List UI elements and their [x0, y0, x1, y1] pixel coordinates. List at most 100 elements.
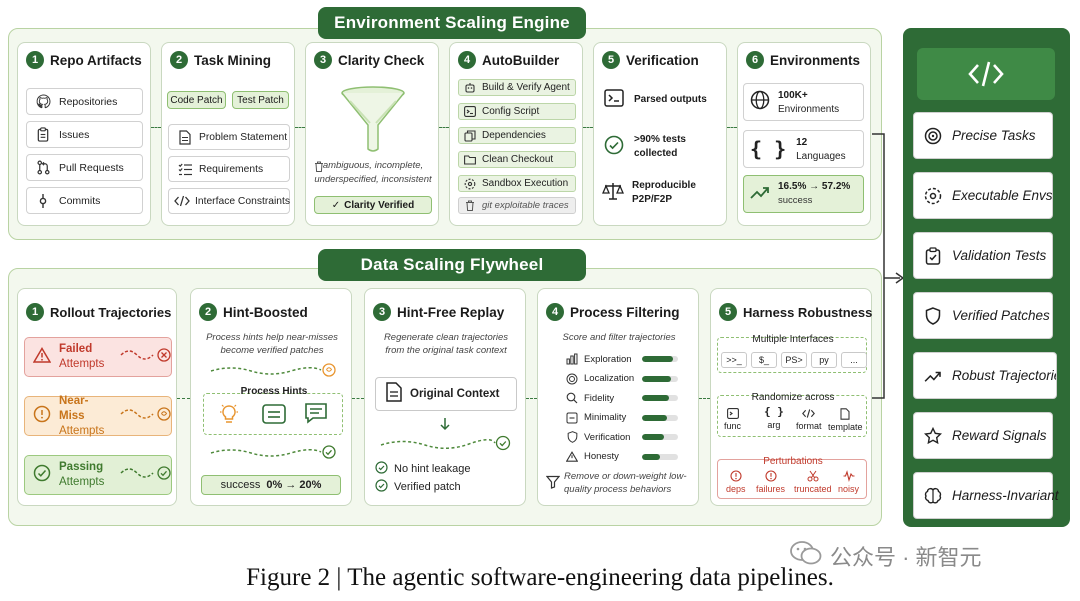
- autobuilder-item-label: Sandbox Execution: [482, 178, 569, 189]
- multiple-interfaces-title: Multiple Interfaces: [752, 334, 834, 345]
- mining-item-label: Problem Statement: [199, 131, 288, 143]
- output-robust-trajectories: Robust Trajectories: [913, 352, 1057, 399]
- clarity-check-title: Clarity Check: [338, 52, 425, 68]
- verification-card: 5 Verification Parsed outputs >90% tests…: [593, 42, 727, 226]
- layers-icon: [464, 129, 476, 142]
- near-miss-trajectory-icon: [119, 406, 171, 427]
- filtering-metric-bar: [642, 434, 678, 440]
- autobuilder-item-label: Dependencies: [482, 130, 546, 141]
- near-miss-trajectory-icon: [209, 361, 337, 384]
- repo-item-pull-requests: Pull Requests: [26, 154, 143, 181]
- filtering-metric-label: Honesty: [584, 451, 619, 462]
- output-verified-patches: Verified Patches: [913, 292, 1053, 339]
- autobuilder-title: AutoBuilder: [482, 52, 560, 68]
- clarity-verified-badge: ✓ Clarity Verified: [314, 196, 432, 214]
- outputs-code-badge: [917, 48, 1055, 100]
- environment-success-range: 16.5% → 57.2%: [778, 181, 851, 192]
- step-number: 1: [26, 51, 44, 69]
- perturbation-truncated: truncated: [794, 470, 832, 494]
- filtering-metric-label: Localization: [584, 373, 635, 384]
- hint-boosted-title: Hint-Boosted: [223, 304, 308, 320]
- outputs-panel: Precise Tasks Executable Envs Validation…: [903, 28, 1070, 527]
- warning-icon: [32, 346, 52, 368]
- repo-artifacts-header: 1 Repo Artifacts: [26, 51, 146, 69]
- hint-card-icon: [262, 404, 286, 429]
- noise-icon: [843, 470, 854, 482]
- verification-item-reproducible: Reproducible P2P/F2P: [602, 177, 726, 209]
- watermark: 公众号 · 新智元: [790, 540, 982, 572]
- filtering-metric-bar-fill: [642, 356, 673, 362]
- perturbations-title: Perturbations: [763, 456, 823, 467]
- step-number: 5: [602, 51, 620, 69]
- filter-icon: [545, 475, 561, 494]
- wechat-icon: [790, 540, 822, 572]
- original-context-box: Original Context: [375, 377, 517, 411]
- output-executable-envs: Executable Envs: [913, 172, 1053, 219]
- trend-icon: [750, 184, 770, 205]
- clarity-check-header: 3 Clarity Check: [314, 51, 434, 69]
- github-icon: [35, 94, 51, 110]
- autobuilder-item-label: Build & Verify Agent: [482, 82, 570, 93]
- repo-item-repositories: Repositories: [26, 88, 143, 115]
- shield-icon: [566, 431, 578, 443]
- target-icon: [566, 373, 578, 385]
- randomize-item-func: func: [724, 408, 741, 431]
- alert-icon: [730, 470, 742, 482]
- output-precise-tasks: Precise Tasks: [913, 112, 1053, 159]
- repo-item-issues: Issues: [26, 121, 143, 148]
- clean-trajectory-icon: [379, 434, 511, 457]
- test-patch-tag: Test Patch: [232, 91, 289, 109]
- repo-item-commits: Commits: [26, 187, 143, 214]
- interface-chip: ...: [841, 352, 867, 368]
- watermark-text: 公众号 · 新智元: [830, 545, 982, 570]
- rollout-trajectories-header: 1 Rollout Trajectories: [26, 303, 172, 321]
- trash-icon: [314, 161, 324, 172]
- interface-chip: py: [811, 352, 837, 368]
- step-number: 6: [746, 51, 764, 69]
- terminal-icon: [726, 408, 739, 419]
- autobuilder-item-build-verify-agent: Build & Verify Agent: [458, 79, 576, 96]
- repo-artifacts-card: 1 Repo Artifacts Repositories Issues Pul…: [17, 42, 151, 226]
- clipboard-icon: [35, 127, 51, 143]
- trend-icon: [924, 367, 942, 385]
- task-mining-card: 2 Task Mining Code Patch Test Patch Prob…: [161, 42, 295, 226]
- filtering-metric-bar-fill: [642, 375, 671, 382]
- filtering-metric-label: Verification: [584, 431, 631, 443]
- autobuilder-card: 4 AutoBuilder Build & Verify Agent Confi…: [449, 42, 583, 226]
- process-hints-title: Process Hints: [240, 386, 308, 397]
- robot-icon: [464, 82, 476, 94]
- check-circle-icon: [375, 479, 388, 495]
- autobuilder-item-dependencies: Dependencies: [458, 127, 576, 144]
- filtering-metric-row: Exploration: [566, 352, 678, 366]
- code-icon: [174, 193, 190, 209]
- target-icon: [924, 127, 942, 145]
- filtering-metric-row: Fidelity: [566, 391, 678, 405]
- document-icon: [386, 381, 402, 407]
- environment-success-box: 16.5% → 57.2% success: [743, 175, 864, 213]
- hint-success-range: 0% → 20%: [266, 479, 322, 491]
- filtering-metric-bar: [642, 375, 678, 382]
- funnel-icon: [338, 85, 408, 155]
- step-number: 3: [314, 51, 332, 69]
- filtering-metric-row: Minimality: [566, 411, 678, 425]
- hint-free-replay-card: 3 Hint-Free Replay Regenerate clean traj…: [364, 288, 526, 506]
- verification-header: 5 Verification: [602, 51, 722, 69]
- terminal-icon: [464, 106, 476, 118]
- commit-icon: [35, 193, 51, 209]
- hint-success-label: success: [220, 479, 261, 491]
- braces-icon: { }: [764, 405, 784, 418]
- clarity-verified-label: Clarity Verified: [344, 199, 415, 211]
- connector-arrow: [699, 398, 710, 399]
- trash-icon: [464, 200, 476, 212]
- randomize-item-arg: { } arg: [764, 405, 784, 431]
- mining-item-label: Requirements: [199, 163, 264, 175]
- repo-item-label: Issues: [59, 128, 90, 141]
- git-exploitable-traces: git exploitable traces: [458, 197, 576, 214]
- hint-free-replay-title: Hint-Free Replay: [397, 304, 505, 320]
- hint-boosted-header: 2 Hint-Boosted: [199, 303, 347, 321]
- step-number: 4: [546, 303, 564, 321]
- check-circle-icon: [33, 464, 51, 487]
